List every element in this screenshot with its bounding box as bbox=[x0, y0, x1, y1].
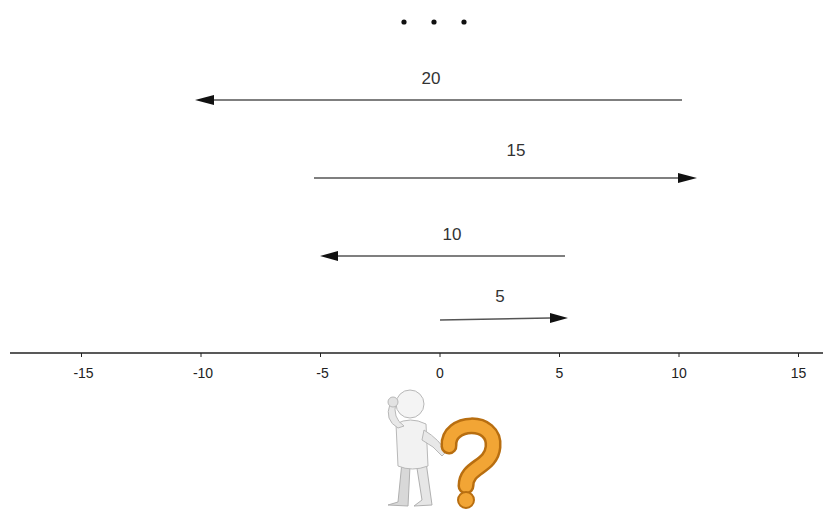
jump-arrow bbox=[440, 313, 568, 323]
jump-arrow bbox=[320, 251, 565, 261]
thinking-figure bbox=[388, 390, 493, 508]
ellipsis-dots bbox=[401, 19, 466, 24]
axis-tick-label: -15 bbox=[73, 366, 93, 380]
axis-tick-label: 0 bbox=[436, 366, 444, 380]
jump-arrow bbox=[195, 95, 682, 105]
axis-tick-label: -10 bbox=[193, 366, 213, 380]
axis-tick-label: 5 bbox=[556, 366, 564, 380]
jump-length-label: 5 bbox=[495, 288, 504, 305]
axis-tick-label: -5 bbox=[316, 366, 328, 380]
jump-length-label: 15 bbox=[507, 142, 526, 159]
number-axis bbox=[10, 352, 823, 353]
axis-tick-label: 10 bbox=[671, 366, 687, 380]
axis-tick-label: 15 bbox=[791, 366, 807, 380]
axis-ticks bbox=[82, 353, 799, 357]
jump-arrow bbox=[314, 173, 697, 183]
jump-length-label: 10 bbox=[443, 226, 462, 243]
jump-length-label: 20 bbox=[422, 70, 441, 87]
